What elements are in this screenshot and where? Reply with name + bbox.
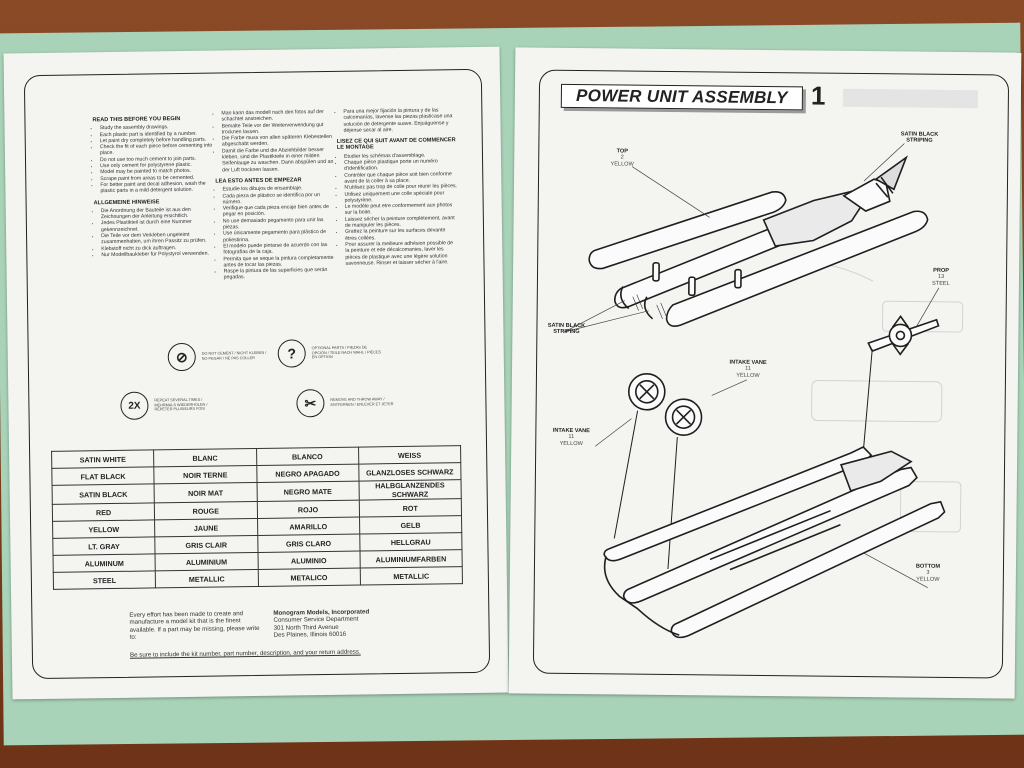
instruction-page-left: READ THIS BEFORE YOU BEGIN Study the ass… xyxy=(3,46,509,700)
instruction-item: Para una mejor fijación la pintura y de … xyxy=(343,107,456,134)
assembly-drawing xyxy=(564,143,964,639)
instruction-item: Raspe la pintura de las superficies que … xyxy=(224,267,337,281)
symbol-label: Remove and throw away / Entfernen / Enle… xyxy=(330,397,394,407)
table-cell: RED xyxy=(52,502,155,522)
table-cell: SATIN WHITE xyxy=(51,449,155,469)
instruction-item: Pour assurer la meilleure adhésion possi… xyxy=(345,240,458,267)
instructions-column-1: READ THIS BEFORE YOU BEGIN Study the ass… xyxy=(92,111,214,259)
callout-color: YELLOW xyxy=(559,440,583,447)
symbol-label: Optional parts / Piezas de opción / Teil… xyxy=(311,345,382,360)
callout-intake-left: INTAKE VANE 11 YELLOW xyxy=(549,428,593,448)
symbol-optional: ? Optional parts / Piezas de opción / Te… xyxy=(277,338,382,368)
table-cell: AMARILLO xyxy=(257,517,360,536)
prop-part-drawing xyxy=(867,315,940,356)
table-cell: GELB xyxy=(359,515,462,535)
symbol-label: Do not cement / Nicht kleben / No pegar … xyxy=(201,351,267,361)
heading-spanish: LEA ESTO ANTES DE EMPEZAR xyxy=(215,177,302,185)
table-cell: ALUMINIO xyxy=(257,551,360,570)
callout-bottom: BOTTOM 3 YELLOW xyxy=(906,563,950,583)
instructions-column-2: Man kann das modell nach den fotos auf d… xyxy=(214,109,336,281)
table-cell: JAUNE xyxy=(154,518,258,537)
callout-color: YELLOW xyxy=(610,161,634,168)
callout-color: YELLOW xyxy=(916,576,940,583)
insertion-lines xyxy=(613,349,873,570)
striping-hatch xyxy=(632,294,667,320)
instruction-item: For better paint and decal adhesion, was… xyxy=(100,181,213,195)
list-spanish-cont: Para una mejor fijación la pintura y de … xyxy=(336,107,456,134)
table-cell: HELLGRAU xyxy=(359,532,462,552)
table-cell: ROT xyxy=(359,498,462,518)
table-cell: GLANZLOSES SCHWARZ xyxy=(358,462,462,482)
table-cell: ROJO xyxy=(256,500,360,519)
callout-striping-top: SATIN BLACK STRIPING xyxy=(890,131,948,144)
callout-striping-left: SATIN BLACK STRIPING xyxy=(540,323,592,336)
callout-prop: PROP 13 STEEL xyxy=(921,268,961,288)
company-address: Monogram Models, Incorporated Consumer S… xyxy=(273,608,403,639)
list-english: Study the assembly drawings.Each plastic… xyxy=(93,124,214,195)
table-cell: GRIS CLAIR xyxy=(155,535,258,554)
missing-part-notice: Every effort has been made to create and… xyxy=(129,610,260,642)
table-cell: YELLOW xyxy=(52,519,156,539)
leader-lines xyxy=(564,143,940,589)
heading-german: ALLGEMEINE HINWEISE xyxy=(93,198,160,206)
table-cell: METALLIC xyxy=(155,569,258,588)
instructions-column-3: Para una mejor fijación la pintura y de … xyxy=(336,107,458,267)
callout-top: TOP 2 YELLOW xyxy=(602,148,642,168)
table-cell: ALUMINIUMFARBEN xyxy=(359,549,463,569)
symbol-label: Repeat several times / Mehrmals wiederho… xyxy=(154,397,208,412)
callout-name: SATIN BLACK STRIPING xyxy=(547,322,586,336)
list-spanish: Estudie los dibujos de ensamblaje.Cada p… xyxy=(215,185,336,281)
table-cell: METALICO xyxy=(257,568,361,587)
list-french: Etudier les schémas d'assemblage.Chaque … xyxy=(337,152,459,267)
table-cell: SATIN BLACK xyxy=(52,483,155,505)
table-cell: BLANC xyxy=(153,448,257,467)
table-cell: NEGRO MATE xyxy=(256,481,360,502)
heading-french: LISEZ CE QUI SUIT AVANT DE COMMENCER LE … xyxy=(336,137,456,152)
callout-name: SATIN BLACK STRIPING xyxy=(900,131,939,145)
table-cell: NOIR TERNE xyxy=(154,465,257,484)
heading-english: READ THIS BEFORE YOU BEGIN xyxy=(92,116,181,124)
table-cell: METALLIC xyxy=(359,566,463,586)
table-cell: STEEL xyxy=(53,570,156,590)
intake-vane-drawing xyxy=(627,372,703,436)
callout-color: YELLOW xyxy=(736,372,760,379)
symbol-no-cement: ⊘ Do not cement / Nicht kleben / No pega… xyxy=(167,342,272,372)
table-cell: FLAT BLACK xyxy=(51,466,155,486)
table-cell: NOIR MAT xyxy=(154,482,257,503)
repeat-2x-icon: 2X xyxy=(120,391,149,420)
table-cell: ROUGE xyxy=(154,501,258,520)
callout-intake-right: INTAKE VANE 11 YELLOW xyxy=(726,360,770,380)
table-cell: HALBGLANZENDES SCHWARZ xyxy=(358,479,462,501)
table-cell: BLANCO xyxy=(256,447,359,466)
table-cell: WEISS xyxy=(358,445,461,465)
table-cell: NEGRO APAGADO xyxy=(256,464,359,483)
bottom-part-drawing xyxy=(603,446,946,639)
list-german-cont: Man kann das modell nach den fotos auf d… xyxy=(214,109,335,174)
callout-color: STEEL xyxy=(932,280,950,287)
top-part-drawing xyxy=(588,155,929,327)
instruction-item: Die Teile vor dem Verkleben ungeleimt zu… xyxy=(101,232,214,246)
table-cell: ALUMINUM xyxy=(53,553,156,573)
symbol-repeat: 2X Repeat several times / Mehrmals wiede… xyxy=(120,390,224,420)
no-cement-icon: ⊘ xyxy=(167,342,196,372)
table-cell: ALUMINIUM xyxy=(155,552,258,571)
symbol-remove: ✂ Remove and throw away / Entfernen / En… xyxy=(296,388,400,418)
table-cell: LT. GRAY xyxy=(52,536,156,556)
question-mark-icon: ? xyxy=(277,339,306,368)
list-german: Die Anordnung der Bauteile ist aus den Z… xyxy=(94,206,215,258)
table-cell: GRIS CLARO xyxy=(257,534,360,553)
instruction-page-right: POWER UNIT ASSEMBLY 1 xyxy=(508,47,1022,699)
instruction-item: Damit die Farbe und die Abziehbilder bes… xyxy=(222,147,335,174)
scissors-icon: ✂ xyxy=(296,389,325,418)
